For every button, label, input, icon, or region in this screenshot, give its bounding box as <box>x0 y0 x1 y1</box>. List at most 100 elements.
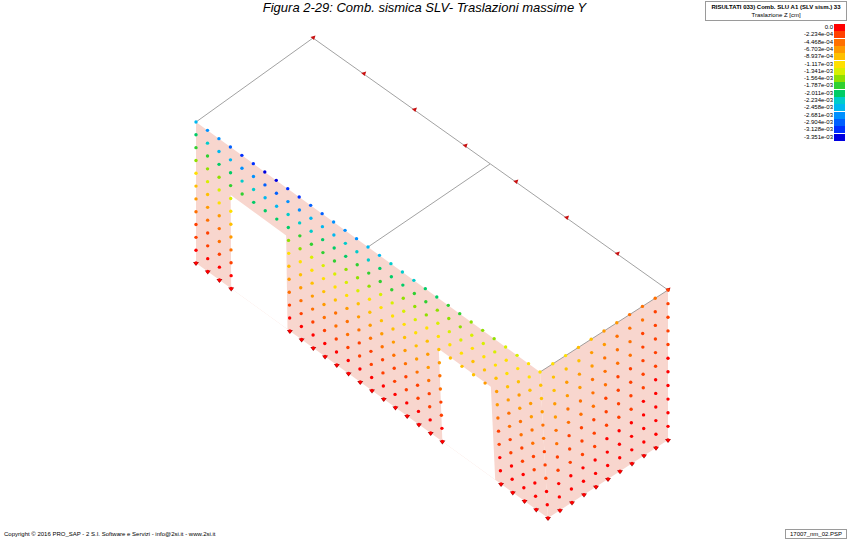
mesh-node <box>299 312 302 315</box>
mesh-node <box>427 379 430 382</box>
mesh-node <box>333 272 336 275</box>
mesh-node <box>382 397 385 400</box>
mesh-node <box>194 236 197 239</box>
mesh-node <box>628 326 631 329</box>
mesh-node <box>564 354 567 357</box>
mesh-node <box>252 175 255 178</box>
mesh-node <box>378 254 381 257</box>
mesh-node <box>642 427 645 430</box>
mesh-node <box>298 195 301 198</box>
mesh-node <box>507 398 510 401</box>
mesh-node <box>424 287 427 290</box>
mesh-node <box>356 289 359 292</box>
legend-row: -4.468e-04 <box>760 39 847 46</box>
mesh-node <box>459 325 462 328</box>
mesh-node <box>240 154 243 157</box>
mesh-node <box>518 407 521 410</box>
mesh-node <box>530 428 533 431</box>
mesh-node <box>616 362 619 365</box>
mesh-node <box>229 261 232 264</box>
mesh-node <box>654 446 657 449</box>
mesh-node <box>392 340 395 343</box>
mesh-node <box>370 389 373 392</box>
mesh-node <box>578 386 581 389</box>
restraint-symbol <box>510 492 516 496</box>
mesh-node <box>415 370 418 373</box>
mesh-node <box>370 363 373 366</box>
mesh-node <box>615 335 618 338</box>
mesh-node <box>581 466 584 469</box>
mesh-node <box>606 477 609 480</box>
mesh-node <box>300 338 303 341</box>
mesh-node <box>382 384 385 387</box>
mesh-node <box>229 145 232 148</box>
mesh-node <box>440 427 443 430</box>
mesh-node <box>482 355 485 358</box>
mesh-node <box>459 338 462 341</box>
mesh-node <box>593 445 596 448</box>
mesh-node <box>471 347 474 350</box>
mesh-node <box>546 503 549 506</box>
legend-value: -3.351e-03 <box>804 133 833 141</box>
mesh-node <box>528 388 531 391</box>
mesh-node <box>552 375 555 378</box>
legend-swatch <box>834 39 845 46</box>
mesh-node <box>438 374 441 377</box>
mesh-node <box>654 365 657 368</box>
legend-value: -2.011e-03 <box>804 89 833 97</box>
mesh-node <box>288 303 291 306</box>
mesh-node <box>379 293 382 296</box>
mesh-node <box>629 408 632 411</box>
mesh-node <box>217 150 220 153</box>
mesh-node <box>497 429 500 432</box>
mesh-node <box>554 415 557 418</box>
restraint-symbol <box>428 432 434 436</box>
mesh-node <box>401 270 404 273</box>
mesh-node <box>641 359 644 362</box>
mesh-node <box>538 370 541 373</box>
mesh-node <box>356 276 359 279</box>
mesh-node <box>570 501 573 504</box>
mesh-node <box>287 239 290 242</box>
mesh-node <box>345 294 348 297</box>
color-legend: 0.0-2.234e-04-4.468e-04-6.703e-04-8.937e… <box>760 24 847 143</box>
legend-value: -2.234e-04 <box>804 30 833 38</box>
mesh-node <box>426 339 429 342</box>
mesh-node <box>604 410 607 413</box>
mesh-node <box>218 278 221 281</box>
mesh-node <box>335 350 338 353</box>
mesh-node <box>604 397 607 400</box>
mesh-node <box>605 437 608 440</box>
mesh-node <box>460 365 463 368</box>
mesh-node <box>591 391 594 394</box>
mesh-node <box>556 455 559 458</box>
mesh-node <box>356 263 359 266</box>
mesh-node <box>309 230 312 233</box>
mesh-node <box>424 300 427 303</box>
mesh-node <box>541 423 544 426</box>
mesh-node <box>346 346 349 349</box>
mesh-node <box>194 248 197 251</box>
mesh-node <box>404 375 407 378</box>
mesh-node <box>654 310 657 313</box>
mesh-node <box>654 419 657 422</box>
restraint-symbol <box>569 501 575 505</box>
roof-edge <box>196 38 668 372</box>
mesh-node <box>592 418 595 421</box>
mesh-node <box>505 359 508 362</box>
mesh-node <box>540 397 543 400</box>
mesh-node <box>298 247 301 250</box>
mesh-node <box>642 454 645 457</box>
mesh-node <box>415 357 418 360</box>
restraint-symbol <box>617 470 623 474</box>
mesh-node <box>321 238 324 241</box>
mesh-node <box>414 344 417 347</box>
mesh-node <box>516 367 519 370</box>
mesh-node <box>556 469 559 472</box>
mesh-node <box>322 277 325 280</box>
mesh-node <box>229 158 232 161</box>
mesh-node <box>393 393 396 396</box>
mesh-node <box>507 411 510 414</box>
mesh-node <box>311 294 314 297</box>
roof <box>196 36 671 373</box>
